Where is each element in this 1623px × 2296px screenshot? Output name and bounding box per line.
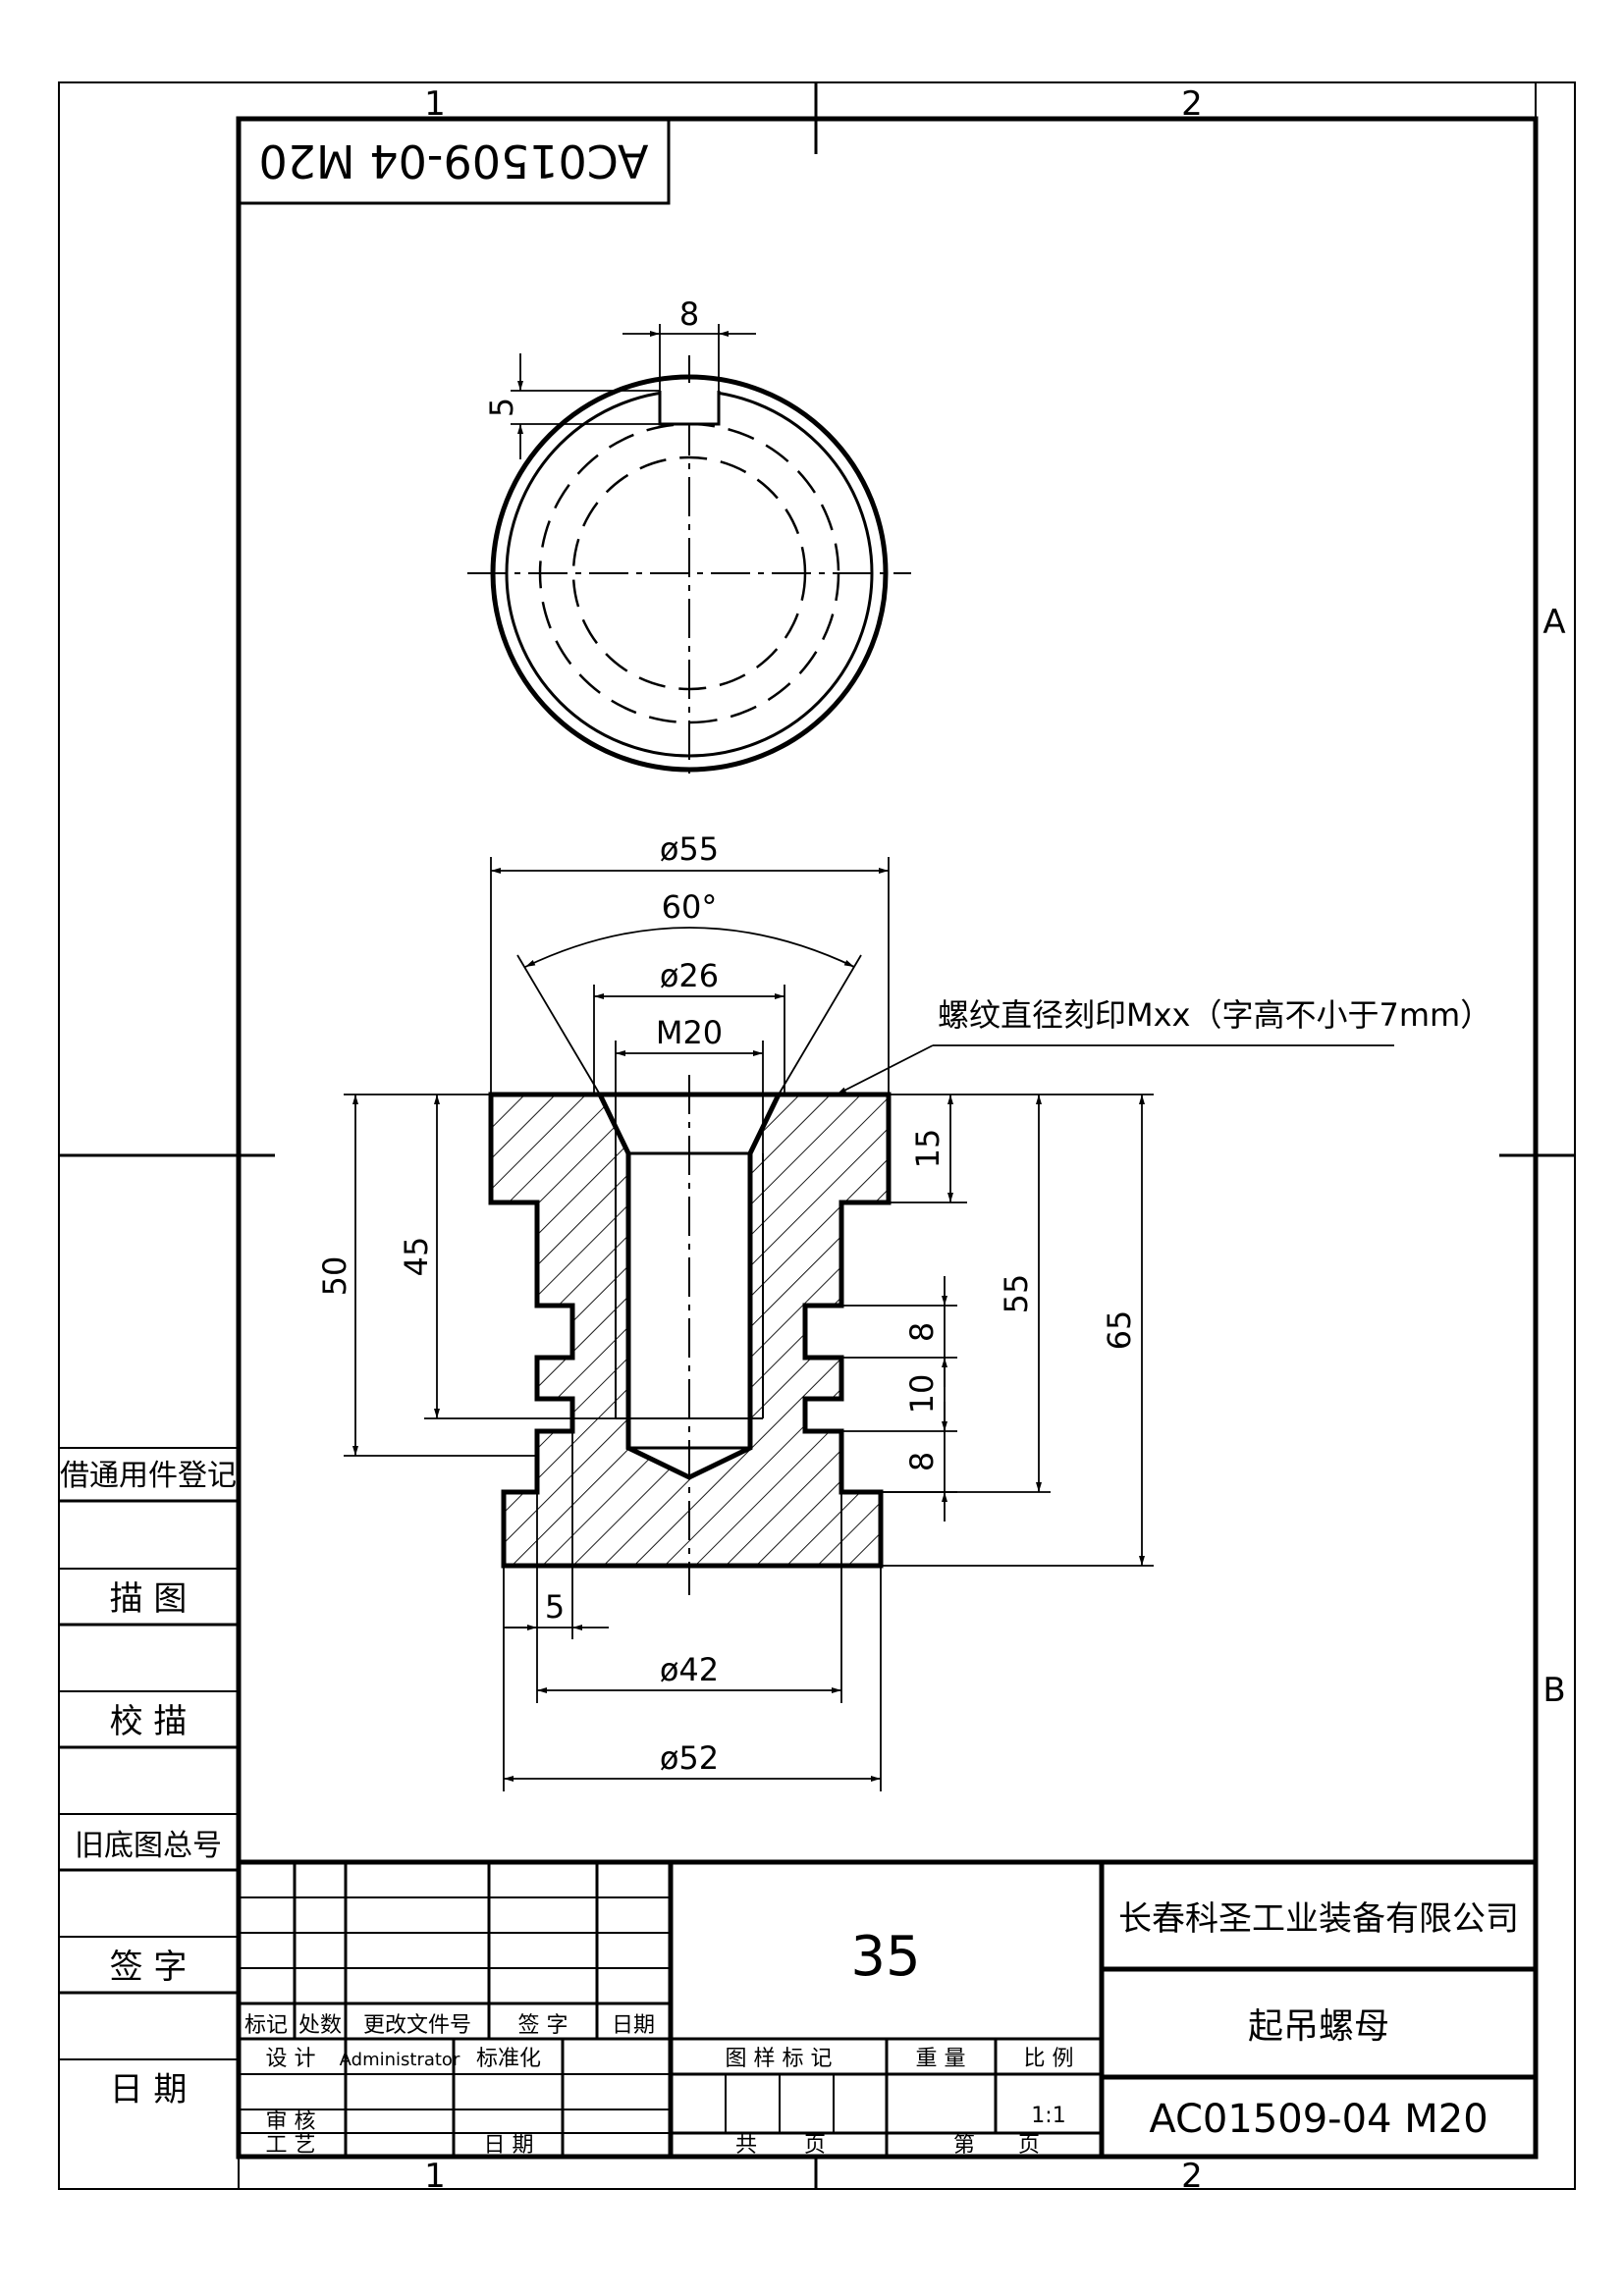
side-item-old-base: 旧底图总号 xyxy=(75,1829,222,1863)
dim-groove-8a: 8 xyxy=(903,1322,941,1342)
label-drawing-mark: 图 样 标 记 xyxy=(726,2047,833,2071)
side-item-sign: 签 字 xyxy=(110,1948,188,1987)
side-panel: 借通用件登记 描 图 校 描 旧底图总号 签 字 日 期 xyxy=(58,1447,240,2190)
label-design: 设 计 xyxy=(266,2047,316,2071)
dim-d52: ø52 xyxy=(660,1739,719,1777)
label-sheet-page: 页 xyxy=(1018,2133,1040,2158)
rev-header-file: 更改文件号 xyxy=(363,2013,471,2038)
zone-col-1-top: 1 xyxy=(424,84,446,124)
drawing-number: AC01509-04 M20 xyxy=(1149,2097,1488,2142)
section-view: ø55 60° ø26 M20 螺纹直径刻印Mxx（字高不小于7mm） 50 4 xyxy=(316,830,1491,1791)
company-name: 长春科圣工业装备有限公司 xyxy=(1118,1899,1519,1939)
top-view: 8 5 xyxy=(467,295,911,775)
scale-value: 1:1 xyxy=(1031,2104,1065,2128)
label-date: 日 期 xyxy=(484,2133,534,2158)
side-item-borrow: 借通用件登记 xyxy=(60,1459,237,1493)
zone-row-a: A xyxy=(1542,603,1565,642)
dim-d26: ø26 xyxy=(660,957,719,994)
upside-down-code: AC01509-04 M20 xyxy=(237,117,671,205)
dim-angle: 60° xyxy=(662,888,718,926)
rev-header-date: 日期 xyxy=(612,2013,655,2038)
engraving-note: 螺纹直径刻印Mxx（字高不小于7mm） xyxy=(938,996,1491,1034)
label-process: 工 艺 xyxy=(266,2133,316,2158)
zone-col-1-bottom: 1 xyxy=(424,2157,446,2196)
dim-key-width: 8 xyxy=(679,295,699,333)
zone-col-2-bottom: 2 xyxy=(1181,2157,1203,2196)
label-page: 页 xyxy=(804,2133,826,2158)
rev-header-mark: 标记 xyxy=(244,2013,288,2038)
designer-name: Administrator xyxy=(340,2050,460,2070)
dim-key-depth: 5 xyxy=(483,398,520,417)
dim-h55: 55 xyxy=(998,1274,1035,1314)
dim-h50: 50 xyxy=(316,1256,353,1297)
zone-row-b: B xyxy=(1542,1671,1565,1710)
zone-labels: 1 2 1 2 A B xyxy=(424,84,1565,2196)
side-item-date: 日 期 xyxy=(110,2070,188,2109)
part-name: 起吊螺母 xyxy=(1248,2006,1389,2047)
rev-header-sign: 签 字 xyxy=(518,2013,568,2038)
label-sheet: 第 xyxy=(953,2133,975,2158)
section-right-half xyxy=(689,1095,889,1566)
dim-h15: 15 xyxy=(909,1129,947,1169)
dim-d42: ø42 xyxy=(660,1651,719,1688)
side-item-trace: 描 图 xyxy=(110,1579,188,1619)
dim-groove-8b: 8 xyxy=(903,1452,941,1471)
label-scale: 比 例 xyxy=(1024,2047,1074,2071)
dim-m20: M20 xyxy=(656,1014,723,1051)
zone-col-2-top: 2 xyxy=(1181,84,1203,124)
label-standardize: 标准化 xyxy=(476,2047,541,2071)
rev-header-count: 处数 xyxy=(298,2013,342,2038)
title-block: 标记 处数 更改文件号 签 字 日期 设 计 Administrator 标准化… xyxy=(239,1859,1536,2158)
label-review: 审 核 xyxy=(266,2109,316,2134)
label-weight: 重 量 xyxy=(916,2047,966,2071)
code-rotated-text: AC01509-04 M20 xyxy=(258,134,648,187)
dim-h45: 45 xyxy=(398,1237,435,1277)
dim-h65: 65 xyxy=(1101,1310,1138,1351)
dim-d55: ø55 xyxy=(660,830,719,868)
dim-w5: 5 xyxy=(545,1588,565,1626)
material: 35 xyxy=(850,1925,920,1989)
label-total: 共 xyxy=(735,2133,757,2158)
dim-groove-10: 10 xyxy=(903,1374,941,1415)
section-left-half xyxy=(491,1095,689,1566)
side-item-check: 校 描 xyxy=(110,1702,188,1741)
